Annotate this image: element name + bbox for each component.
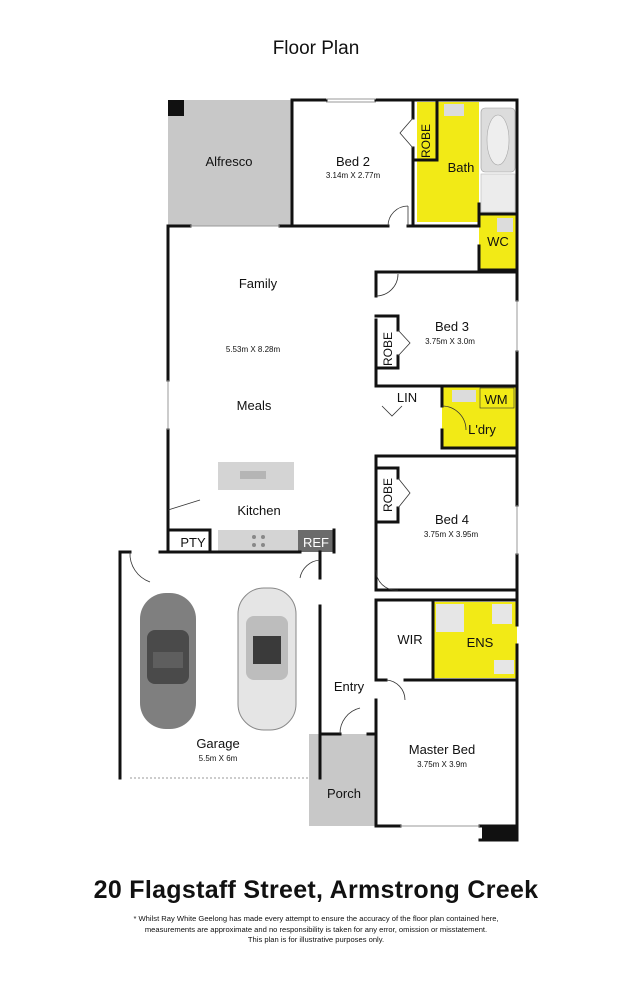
linen-label: LIN — [397, 390, 417, 405]
disclaimer: * Whilst Ray White Geelong has made ever… — [120, 914, 512, 946]
family-size: 5.53m X 8.28m — [226, 345, 281, 354]
wir-label: WIR — [397, 632, 422, 647]
car-icon — [237, 587, 297, 731]
laundry-label: L'dry — [468, 422, 496, 437]
ensuite-label: ENS — [467, 635, 494, 650]
property-address: 20 Flagstaff Street, Armstrong Creek — [93, 876, 539, 904]
wall-corner — [482, 826, 517, 840]
fridge-label: REF — [303, 535, 329, 550]
meals-label: Meals — [237, 398, 272, 413]
bath-label: Bath — [448, 160, 475, 175]
pantry-label: PTY — [180, 535, 206, 550]
ensuite-toilet — [492, 604, 512, 624]
master-bed-size: 3.75m X 3.9m — [417, 760, 467, 769]
car-icon — [140, 593, 196, 729]
garage-label: Garage — [196, 736, 239, 751]
kitchen-bench — [218, 530, 298, 552]
wc-toilet — [497, 218, 513, 232]
wc-label: WC — [487, 234, 509, 249]
disclaimer-line: measurements are approximate and no resp… — [144, 924, 488, 934]
washing-machine-label: WM — [484, 392, 507, 407]
family-label: Family — [239, 276, 278, 291]
island-sink — [240, 471, 266, 479]
disclaimer-line: * Whilst Ray White Geelong has made ever… — [133, 914, 499, 923]
fridge-space — [298, 530, 334, 552]
cooktop-icon — [252, 535, 265, 547]
entry-label: Entry — [334, 679, 365, 694]
bed3-size: 3.75m X 3.0m — [425, 337, 475, 346]
kitchen-label: Kitchen — [237, 503, 280, 518]
ensuite-shower — [436, 604, 464, 632]
shower — [480, 173, 516, 213]
garage-size: 5.5m X 6m — [199, 754, 238, 763]
bath-vanity — [444, 104, 464, 116]
bath-tub-basin — [486, 114, 510, 166]
bed4-label: Bed 4 — [435, 512, 469, 527]
robe1-label: ROBE — [419, 124, 433, 158]
alfresco-label: Alfresco — [206, 154, 253, 169]
robe3-label: ROBE — [381, 478, 395, 512]
master-bed-label: Master Bed — [409, 742, 475, 757]
bed3-label: Bed 3 — [435, 319, 469, 334]
wall-corner — [168, 100, 184, 116]
washing-machine — [479, 387, 515, 409]
windows — [130, 98, 518, 827]
bed2-size: 3.14m X 2.77m — [326, 171, 381, 180]
porch-label: Porch — [327, 786, 361, 801]
bed2-label: Bed 2 — [336, 154, 370, 169]
plan-title: Floor Plan — [272, 38, 360, 59]
door-swings — [129, 117, 467, 735]
bed4-size: 3.75m X 3.95m — [424, 530, 479, 539]
laundry-tub — [452, 390, 476, 402]
alfresco-area — [168, 100, 292, 226]
ensuite-vanity — [494, 660, 514, 674]
robe2-label: ROBE — [381, 332, 395, 366]
bath-area — [417, 102, 479, 222]
disclaimer-line: This plan is for illustrative purposes o… — [247, 935, 385, 944]
